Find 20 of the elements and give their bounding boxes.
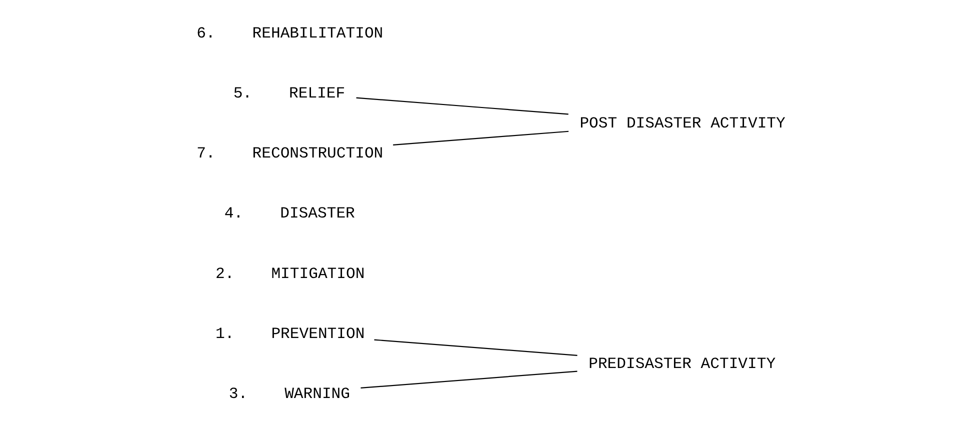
node-text: DISASTER (280, 204, 354, 223)
node-label: 4. (224, 204, 243, 223)
node-label: 7. (196, 144, 215, 163)
node-label: 2. (215, 264, 234, 283)
node-text: REHABILITATION (252, 24, 383, 42)
node-text: RELIEF (288, 84, 345, 102)
node-label: 6. (196, 24, 215, 42)
connector (356, 97, 568, 115)
connector (374, 339, 577, 356)
node-label: 3. (228, 385, 248, 404)
node-text: WARNING (284, 385, 350, 404)
connector (392, 130, 568, 146)
node-text: RECONSTRUCTION (252, 144, 383, 163)
node-label: 5. (232, 84, 252, 102)
node-text: PREDISASTER ACTIVITY (588, 355, 776, 374)
node-text: PREVENTION (270, 324, 364, 343)
connector (360, 370, 577, 389)
node-label: 1. (215, 324, 234, 343)
node-text: POST DISASTER ACTIVITY (579, 114, 785, 132)
node-text: MITIGATION (270, 264, 364, 283)
